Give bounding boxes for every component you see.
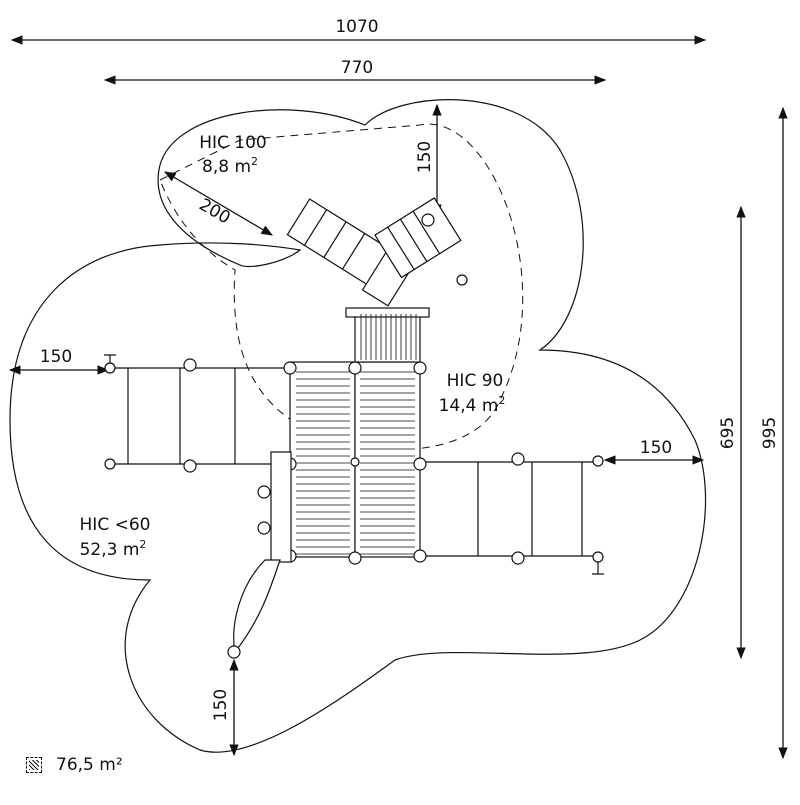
legend: 76,5 m² <box>26 755 123 775</box>
dim-slide-distance <box>163 171 274 236</box>
dim-inner-width-label: 770 <box>341 58 373 78</box>
hatched-area-icon <box>26 757 42 773</box>
deck-slats <box>296 314 417 555</box>
zone-hic60-area-value: 52,3 m <box>80 540 140 560</box>
left-bridge <box>104 354 290 473</box>
right-deck <box>354 361 421 558</box>
zone-hic100-area-value: 8,8 m <box>202 157 251 177</box>
zone-hic100-area: 8,8 m2 <box>202 155 258 177</box>
right-bridge <box>420 452 604 575</box>
zone-hic60-area: 52,3 m2 <box>80 538 147 560</box>
dimension-lines <box>8 35 788 760</box>
left-deck <box>289 361 356 558</box>
dim-right-clearance-label: 150 <box>640 438 672 458</box>
zone-hic90-title: HIC 90 <box>447 371 504 391</box>
climb-tube <box>374 197 462 279</box>
dim-slide-distance-label: 200 <box>195 195 233 229</box>
dim-bottom-clearance-label: 150 <box>211 689 231 721</box>
zone-hic90-area-value: 14,4 m <box>439 396 499 416</box>
zone-hic100-title: HIC 100 <box>199 133 267 153</box>
zone-hic90-area: 14,4 m2 <box>439 394 506 416</box>
zone-hic90-area-exp: 2 <box>498 394 505 407</box>
dim-left-clearance-label: 150 <box>40 347 72 367</box>
dim-overall-width-label: 1070 <box>335 17 378 37</box>
dim-top-clearance-label: 150 <box>415 141 435 173</box>
deck-posts <box>283 361 427 565</box>
zone-hic60-area-exp: 2 <box>139 538 146 551</box>
zone-hic60-title: HIC <60 <box>80 515 151 535</box>
total-area-label: 76,5 m² <box>56 755 123 775</box>
left-slide <box>227 451 292 659</box>
dim-overall-height-label: 995 <box>760 417 780 449</box>
zone-hic100-area-exp: 2 <box>251 155 258 168</box>
dim-inner-height-label: 695 <box>718 417 738 449</box>
tower <box>345 307 430 363</box>
play-equipment <box>104 197 604 659</box>
safety-zone-outline <box>9 99 707 753</box>
